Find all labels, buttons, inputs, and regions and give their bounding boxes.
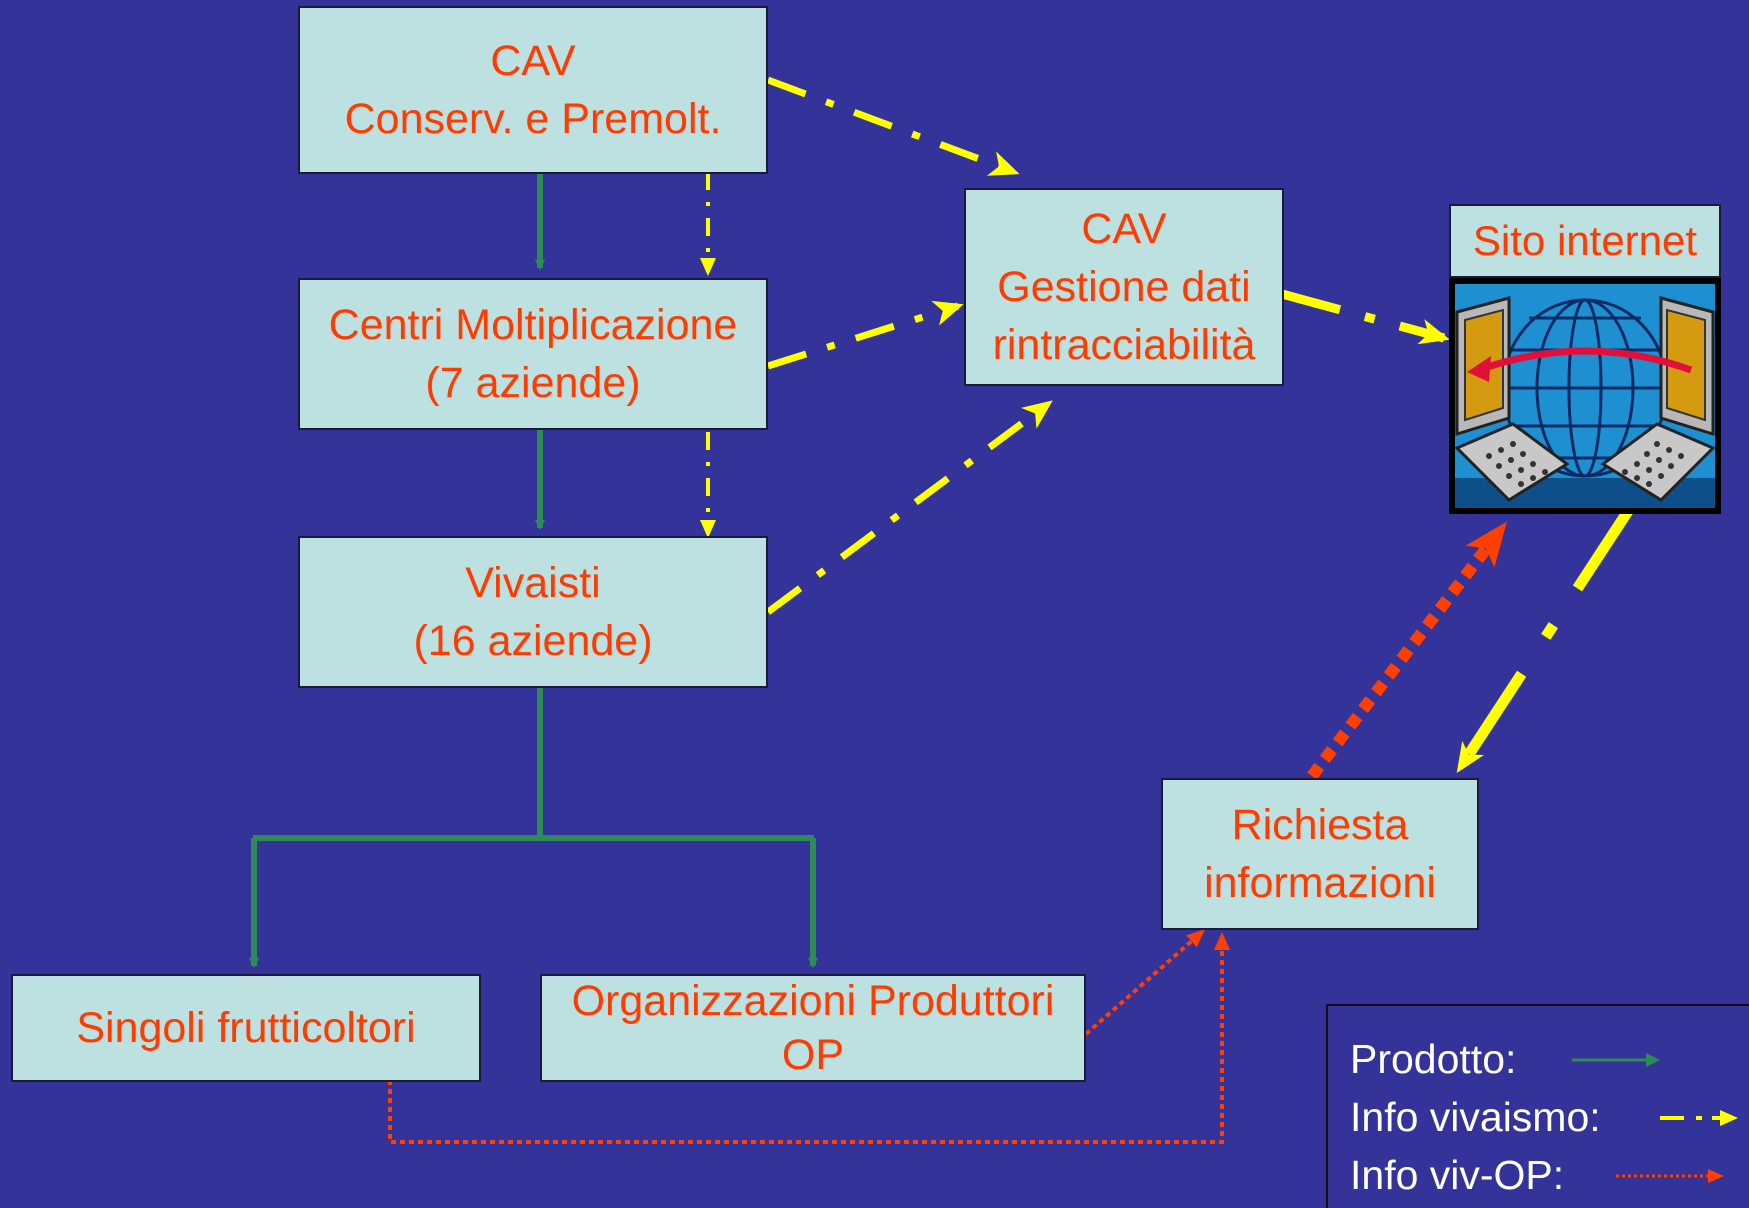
arrow-sito-to-richiesta — [1455, 504, 1635, 774]
arrow-vivaisti-to-gestione — [765, 400, 1053, 615]
legend-info-vivaismo: Info vivaismo: — [1350, 1088, 1601, 1146]
node-cav-gestione-line1: CAV — [1081, 205, 1167, 253]
node-centri-line2: (7 aziende) — [425, 359, 641, 407]
node-singoli-label: Singoli frutticoltori — [76, 1004, 416, 1052]
info-vivaismo-arrows — [700, 76, 1635, 774]
arrow-cav-conserv-to-gestione — [766, 76, 1020, 176]
arrow-org-to-richiesta — [1084, 929, 1206, 1036]
arrow-centri-to-gestione — [766, 300, 964, 370]
legend-prodotto: Prodotto: — [1350, 1030, 1516, 1088]
node-cav-conserv-line2: Conserv. e Premolt. — [344, 95, 722, 143]
node-cav-conserv: CAV Conserv. e Premolt. — [298, 6, 768, 174]
legend-info-vivaismo-label: Info vivaismo: — [1350, 1094, 1601, 1140]
node-centri-line1: Centri Moltiplicazione — [328, 301, 738, 349]
node-richiesta-informazioni: Richiesta informazioni — [1161, 778, 1479, 930]
legend-info-vivaismo-arrow-icon — [1660, 1110, 1738, 1126]
node-vivaisti-line1: Vivaisti — [465, 559, 601, 607]
info-viv-op-arrows — [388, 521, 1507, 1144]
legend-prodotto-arrow-icon — [1572, 1053, 1660, 1067]
node-richiesta-line1: Richiesta — [1231, 801, 1409, 849]
arrow-singoli-to-richiesta — [388, 932, 1230, 1144]
node-richiesta-line2: informazioni — [1204, 859, 1436, 907]
node-cav-gestione-dati: CAV Gestione dati rintracciabilità — [964, 188, 1284, 386]
node-sito-internet-label: Sito internet — [1449, 204, 1721, 278]
node-cav-conserv-line1: CAV — [490, 37, 576, 85]
internet-globe-computers-icon — [1449, 278, 1721, 514]
node-centri-moltiplicazione: Centri Moltiplicazione (7 aziende) — [298, 278, 768, 430]
node-vivaisti-line2: (16 aziende) — [413, 617, 653, 665]
node-organizzazioni-produttori: Organizzazioni Produttori OP — [540, 974, 1086, 1082]
legend-prodotto-label: Prodotto: — [1350, 1036, 1517, 1082]
legend-info-viv-op-label: Info viv-OP: — [1350, 1152, 1565, 1198]
node-singoli-frutticoltori: Singoli frutticoltori — [11, 974, 481, 1082]
legend-info-viv-op-arrow-icon — [1616, 1169, 1724, 1183]
arrow-richiesta-to-sito — [1307, 521, 1507, 780]
node-org-line2: OP — [781, 1031, 845, 1079]
prodotto-arrows — [249, 172, 818, 968]
node-org-line1: Organizzazioni Produttori — [571, 977, 1055, 1025]
arrow-gestione-to-sito — [1280, 289, 1450, 345]
legend-info-viv-op: Info viv-OP: — [1350, 1146, 1564, 1204]
legend: Prodotto: Info vivaismo: Info viv-OP: — [1326, 1004, 1749, 1208]
node-cav-gestione-line2: Gestione dati — [997, 263, 1251, 311]
node-vivaisti: Vivaisti (16 aziende) — [298, 536, 768, 688]
node-cav-gestione-line3: rintracciabilità — [992, 321, 1256, 369]
